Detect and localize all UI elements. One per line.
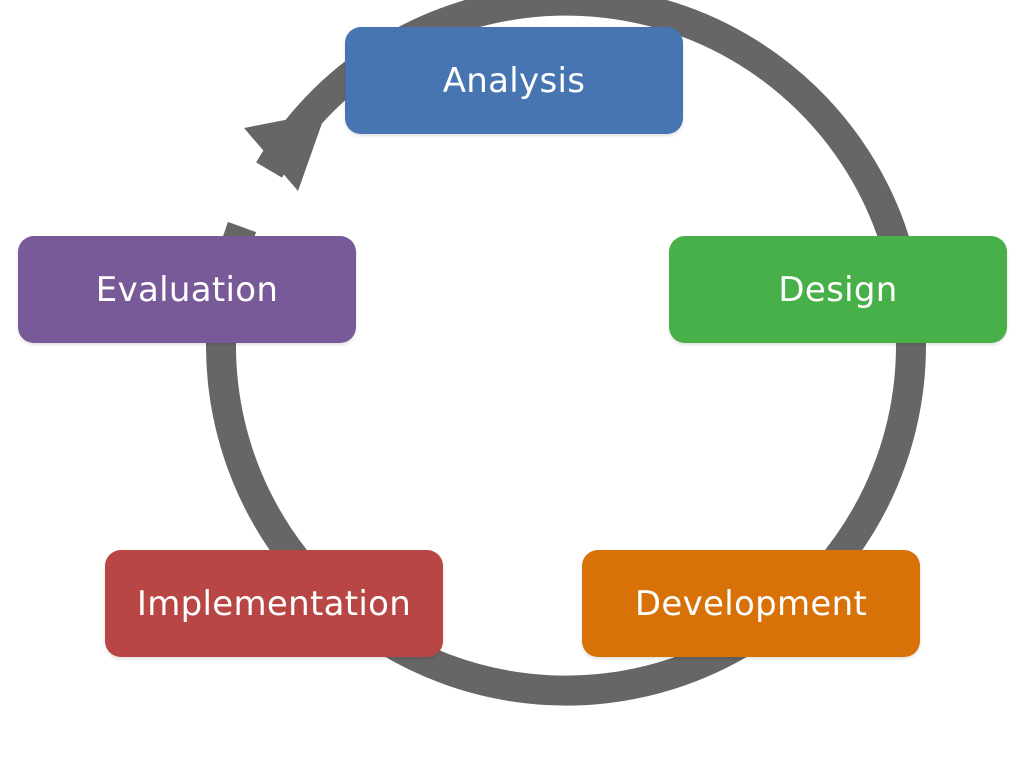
stage-implementation: Implementation (105, 550, 443, 657)
stage-development-label: Development (634, 583, 868, 624)
stage-evaluation-label: Evaluation (95, 269, 279, 310)
stage-development: Development (582, 550, 920, 657)
stage-design-label: Design (778, 269, 898, 310)
cycle-arrowhead-icon (244, 112, 326, 191)
stage-evaluation: Evaluation (18, 236, 356, 343)
stage-analysis: Analysis (345, 27, 683, 134)
stage-implementation-label: Implementation (136, 583, 412, 624)
stage-design: Design (669, 236, 1007, 343)
stage-analysis-label: Analysis (442, 60, 586, 101)
